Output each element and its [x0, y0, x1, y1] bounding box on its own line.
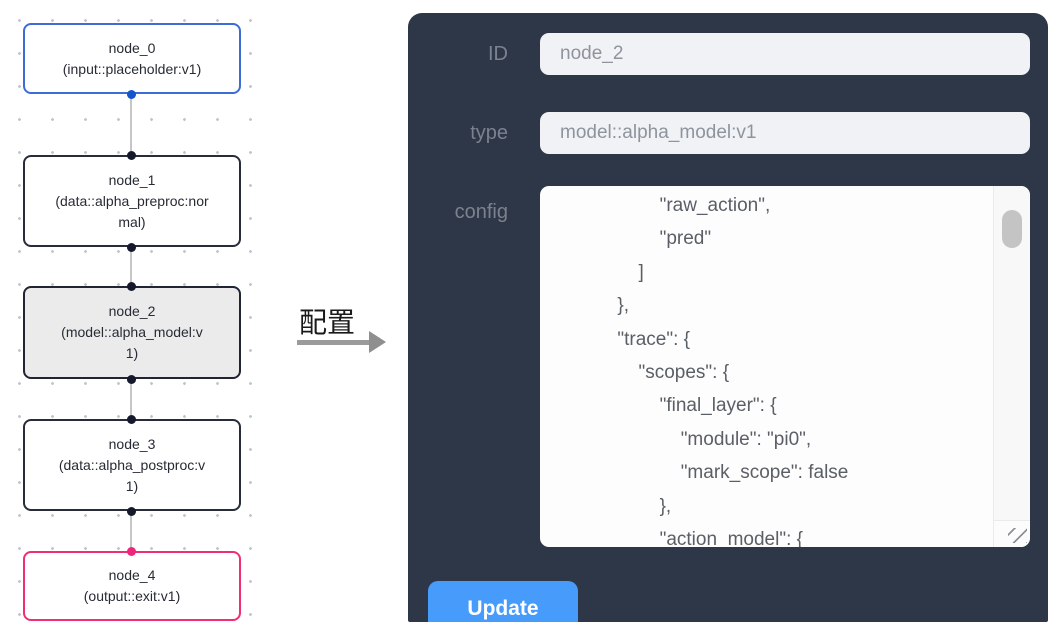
node-title: node_0 — [108, 39, 156, 56]
node-subtitle: (output::exit:v1) — [83, 588, 181, 604]
textarea-corner — [993, 520, 1030, 547]
config-label: config — [454, 201, 508, 223]
flow-node-node_4[interactable]: node_4 (output::exit:v1) — [23, 551, 241, 621]
textarea-scrollbar-thumb[interactable] — [1002, 210, 1022, 248]
config-textarea[interactable]: "raw_action", "pred" ] }, "trace": { "sc… — [540, 186, 1030, 547]
textarea-scrollbar-track[interactable] — [993, 186, 1030, 520]
type-label: type — [470, 122, 508, 144]
node-config-panel: ID type config "raw_action", "pred" ] },… — [408, 13, 1048, 622]
handle-node2-target[interactable] — [127, 282, 136, 291]
id-label: ID — [488, 43, 508, 65]
node-subtitle: (input::placeholder:v1) — [62, 60, 202, 77]
handle-node3-source[interactable] — [127, 507, 136, 516]
node-subtitle: (data::alpha_preproc:normal) — [55, 192, 209, 230]
edge-node0-node1[interactable] — [130, 94, 132, 155]
flow-node-node_0[interactable]: node_0 (input::placeholder:v1) — [23, 23, 241, 94]
node-subtitle: (data::alpha_postproc:v1) — [58, 456, 206, 494]
node-title: node_2 — [108, 303, 156, 319]
edge-node2-node3[interactable] — [130, 379, 132, 419]
id-input[interactable] — [540, 33, 1030, 75]
update-button[interactable]: Update — [428, 581, 578, 622]
handle-node0-source[interactable] — [127, 90, 136, 99]
flow-node-node_3[interactable]: node_3 (data::alpha_postproc:v1) — [23, 419, 241, 511]
transition-label: 配置 — [299, 307, 356, 338]
node-title: node_4 — [108, 567, 156, 583]
edge-node3-node4[interactable] — [130, 511, 132, 551]
node-title: node_3 — [108, 435, 156, 452]
node-subtitle: (model::alpha_model:v1) — [61, 324, 203, 361]
right-arrow-icon — [297, 340, 371, 345]
handle-node1-source[interactable] — [127, 243, 136, 252]
type-input[interactable] — [540, 112, 1030, 154]
right-arrow-head-icon — [369, 331, 386, 353]
handle-node3-target[interactable] — [127, 415, 136, 424]
edge-node1-node2[interactable] — [130, 247, 132, 286]
flow-node-node_1[interactable]: node_1 (data::alpha_preproc:normal) — [23, 155, 241, 247]
handle-node2-source[interactable] — [127, 375, 136, 384]
handle-node4-target[interactable] — [127, 547, 136, 556]
node-title: node_1 — [108, 171, 156, 188]
config-json-text: "raw_action", "pred" ] }, "trace": { "sc… — [617, 195, 849, 547]
resize-grip-icon[interactable] — [1008, 528, 1027, 543]
handle-node1-target[interactable] — [127, 151, 136, 160]
flow-node-node_2-selected[interactable]: node_2 (model::alpha_model:v1) — [23, 286, 241, 379]
